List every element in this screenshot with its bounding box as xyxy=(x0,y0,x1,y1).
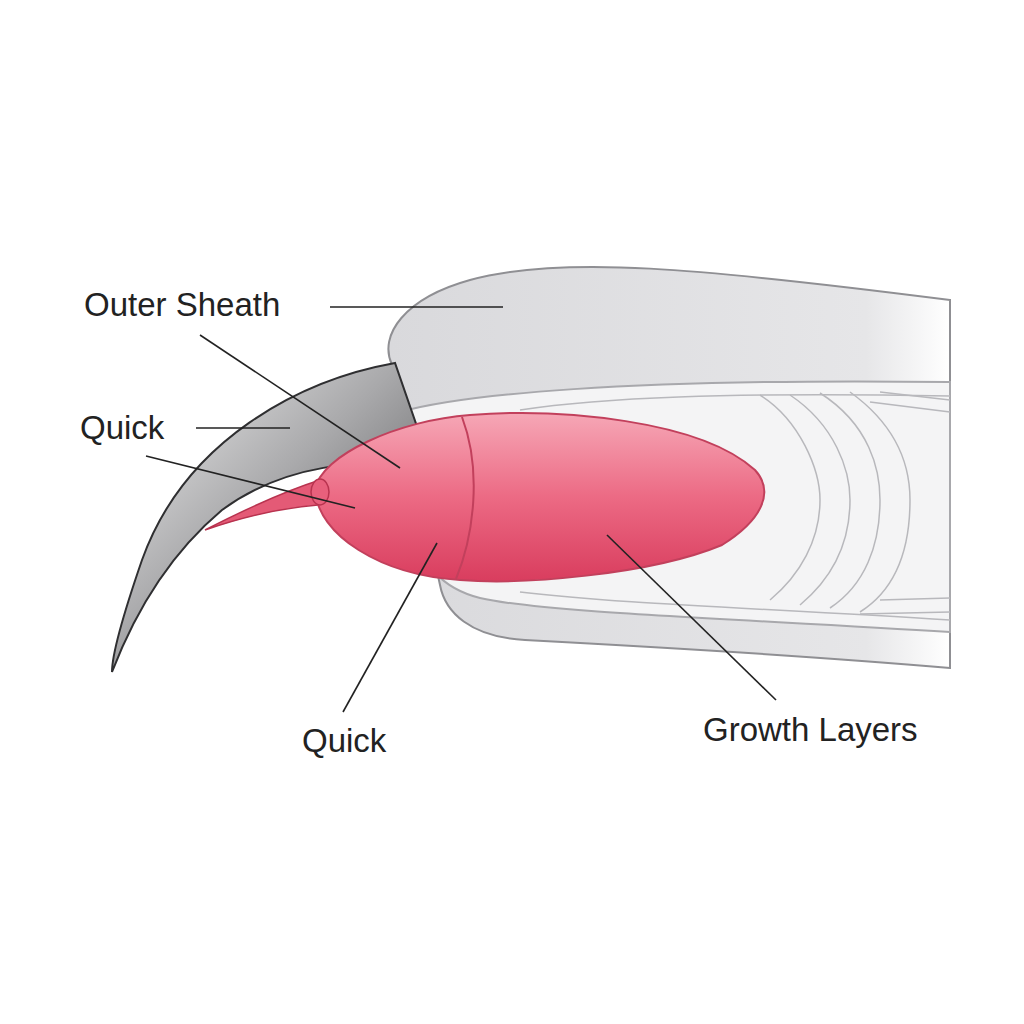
part-label: Quick xyxy=(302,722,386,760)
part-label: Growth Layers xyxy=(703,711,918,749)
part-label: Quick xyxy=(80,409,164,447)
part-label: Outer Sheath xyxy=(84,286,280,324)
leader-lines xyxy=(146,307,776,712)
